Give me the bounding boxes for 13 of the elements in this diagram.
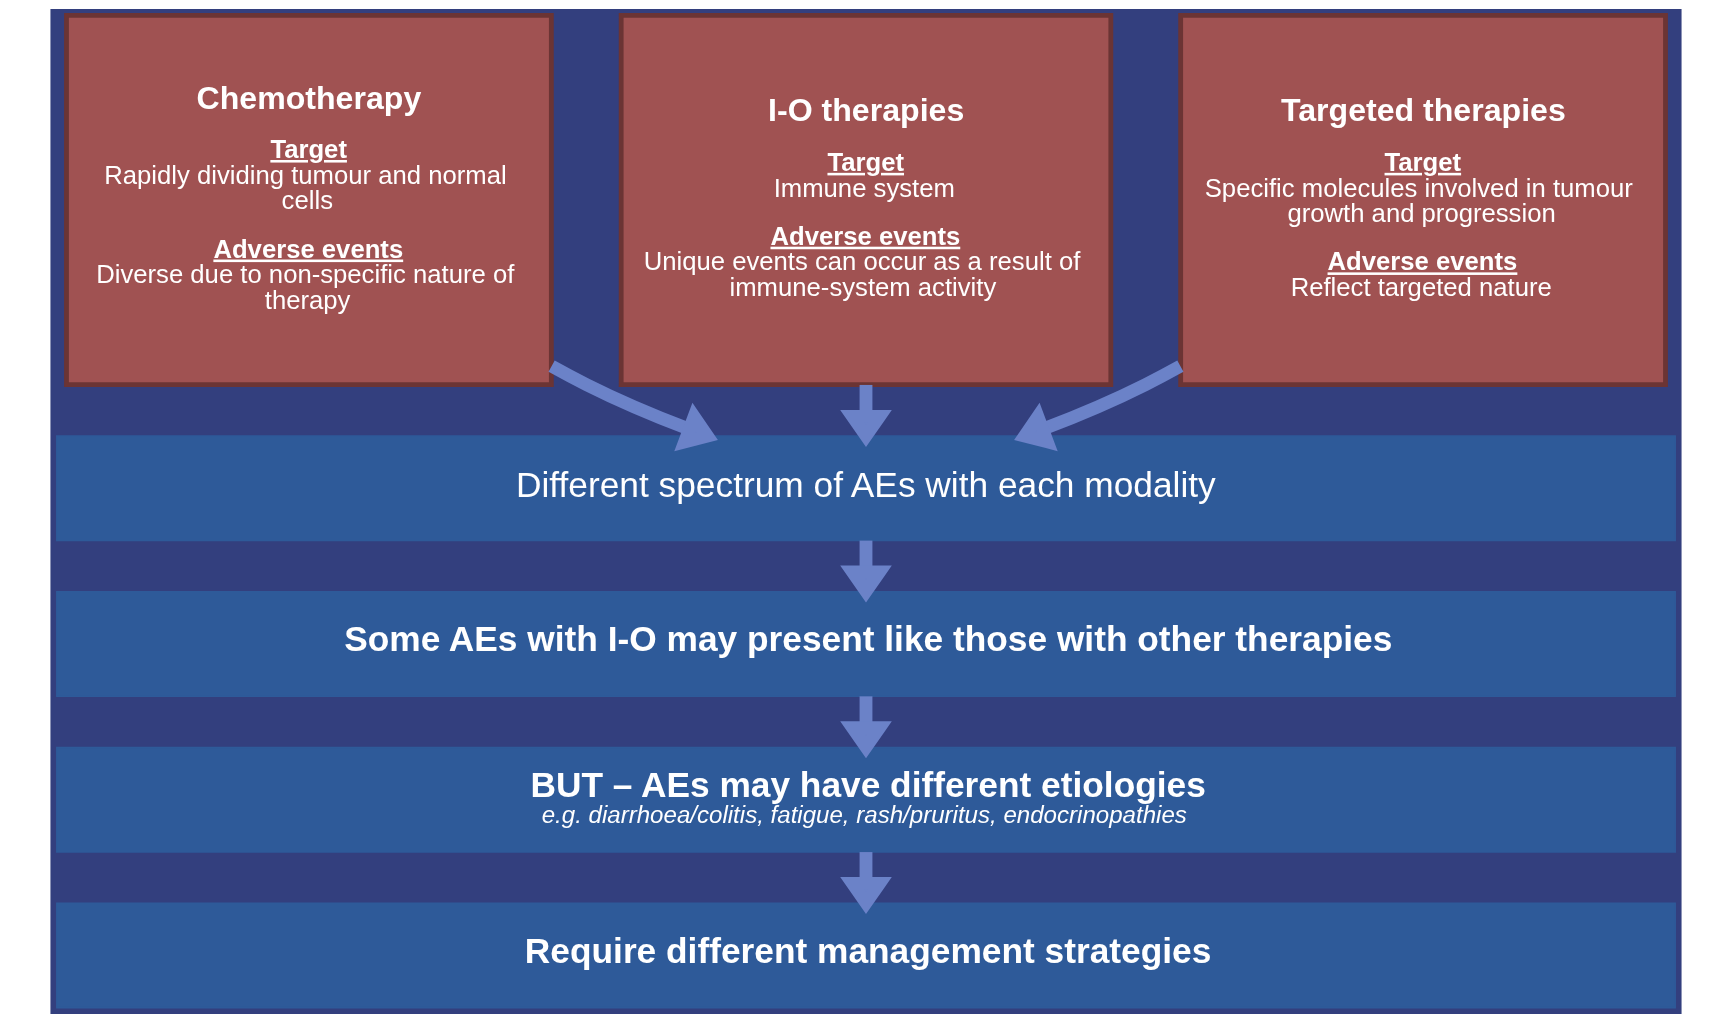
node-box: Require different management strategies: [56, 901, 1676, 1008]
arrow: [840, 384, 892, 447]
node-box: BUT – AEs may have different etiologies e.g. diarrhoea/colitis, fatigue, rash/pruritus, endocrinopathies: [56, 746, 1676, 853]
node-box: Different spectrum of AEs with each modality: [56, 434, 1676, 541]
node-box: Some AEs with I-O may present like those with other therapies: [56, 590, 1676, 697]
node-box: I-O therapies Target Immune system Adverse events Unique events can occur as a result of immune-system activity: [618, 12, 1114, 387]
arrow: [840, 851, 892, 914]
arrow: [840, 540, 892, 602]
node-box: Targeted therapies Target Specific molecules involved in tumour growth and progression Adverse events Reflect targeted nature: [1178, 12, 1668, 387]
node-box: Chemotherapy Target Rapidly dividing tumour and normal cells Adverse events Diverse due to non-specific nature of therapy: [64, 12, 554, 387]
arrow: [840, 695, 892, 758]
arrow: [1014, 359, 1184, 451]
arrow: [548, 359, 718, 451]
